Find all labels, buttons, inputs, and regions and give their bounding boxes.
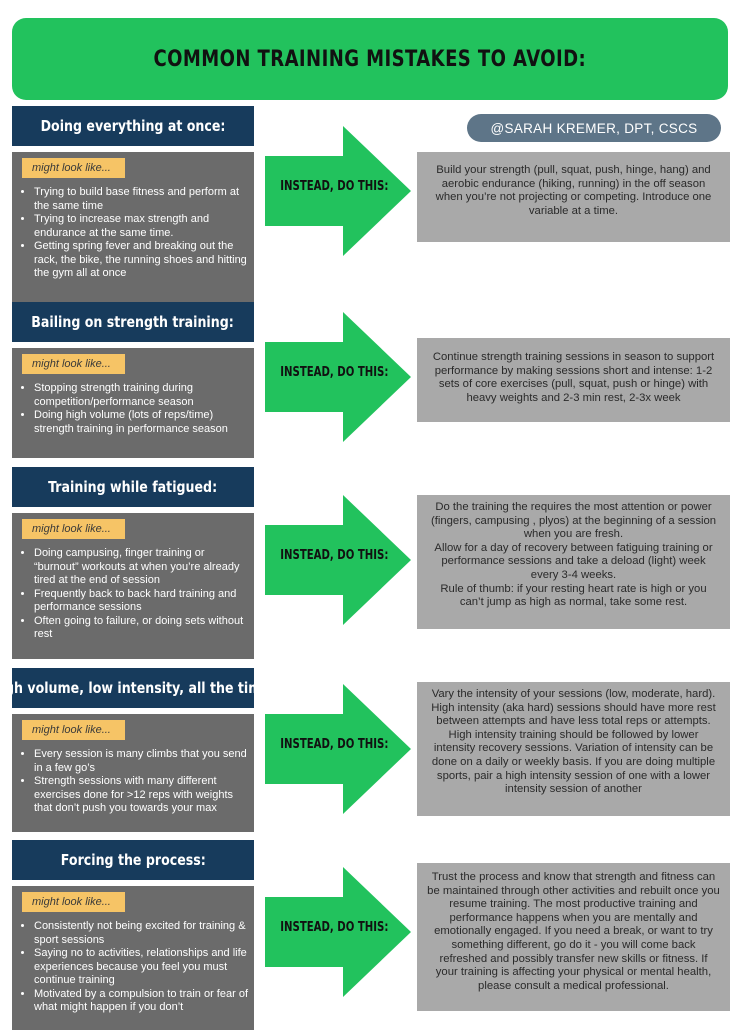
mistake-title: Forcing the process: <box>12 840 254 880</box>
symptom-item: Strength sessions with many different ex… <box>34 775 250 816</box>
symptom-item: Every session is many climbs that you se… <box>34 748 250 775</box>
instead-box: Vary the intensity of your sessions (low… <box>417 682 730 816</box>
title-banner: COMMON TRAINING MISTAKES TO AVOID: <box>12 18 728 100</box>
might-look-like-label: might look like... <box>22 354 125 374</box>
symptoms-list: Every session is many climbs that you se… <box>16 748 250 816</box>
right-arrow-icon <box>265 867 411 997</box>
right-arrow-icon <box>265 684 411 814</box>
symptom-item: Consistently not being excited for train… <box>34 920 250 947</box>
instead-label: INSTEAD, DO THIS: <box>280 548 389 563</box>
instead-label: INSTEAD, DO THIS: <box>280 179 389 194</box>
instead-box: Build your strength (pull, squat, push, … <box>417 152 730 242</box>
symptom-item: Getting spring fever and breaking out th… <box>34 240 250 281</box>
symptoms-list: Trying to build base fitness and perform… <box>16 186 250 281</box>
symptom-item: Saying no to activities, relationships a… <box>34 947 250 988</box>
might-look-like-label: might look like... <box>22 158 125 178</box>
instead-text: Build your strength (pull, squat, push, … <box>435 164 712 217</box>
instead-text: Allow for a day of recovery between fati… <box>434 541 713 581</box>
symptoms-list: Doing campusing, finger training or “bur… <box>16 547 250 642</box>
instead-box: Trust the process and know that strength… <box>417 863 730 1011</box>
instead-text: Rule of thumb: if your resting heart rat… <box>440 582 707 609</box>
instead-arrow: INSTEAD, DO THIS: <box>265 312 413 442</box>
instead-label: INSTEAD, DO THIS: <box>280 365 389 380</box>
right-arrow-icon <box>265 312 411 442</box>
symptoms-box: might look like... Doing campusing, fing… <box>12 513 254 659</box>
instead-label: INSTEAD, DO THIS: <box>280 920 389 935</box>
mistake-title: Bailing on strength training: <box>12 302 254 342</box>
instead-text: Do the training the requires the most at… <box>430 501 717 541</box>
might-look-like-label: might look like... <box>22 720 125 740</box>
instead-text: Vary the intensity of your sessions (low… <box>431 688 716 796</box>
instead-arrow: INSTEAD, DO THIS: <box>265 684 413 814</box>
symptom-item: Stopping strength training during compet… <box>34 382 250 409</box>
instead-box: Do the training the requires the most at… <box>417 495 730 629</box>
symptom-item: Trying to increase max strength and endu… <box>34 213 250 240</box>
symptom-item: Frequently back to back hard training an… <box>34 588 250 615</box>
instead-arrow: INSTEAD, DO THIS: <box>265 867 413 997</box>
symptoms-list: Consistently not being excited for train… <box>16 920 250 1015</box>
instead-box: Continue strength training sessions in s… <box>417 338 730 422</box>
instead-label: INSTEAD, DO THIS: <box>280 737 389 752</box>
mistake-title: Doing everything at once: <box>12 106 254 146</box>
symptoms-box: might look like... Every session is many… <box>12 714 254 832</box>
symptoms-box: might look like... Consistently not bein… <box>12 886 254 1030</box>
symptoms-list: Stopping strength training during compet… <box>16 382 250 436</box>
instead-text: Continue strength training sessions in s… <box>432 351 715 404</box>
right-arrow-icon <box>265 126 411 256</box>
instead-arrow: INSTEAD, DO THIS: <box>265 495 413 625</box>
symptom-item: Doing campusing, finger training or “bur… <box>34 547 250 588</box>
symptom-item: Often going to failure, or doing sets wi… <box>34 615 250 642</box>
mistake-title: Training while fatigued: <box>12 467 254 507</box>
mistake-title: High volume, low intensity, all the time… <box>0 668 275 708</box>
author-credit-badge: @SARAH KREMER, DPT, CSCS <box>467 114 721 142</box>
symptom-item: Motivated by a compulsion to train or fe… <box>34 988 250 1015</box>
symptom-item: Trying to build base fitness and perform… <box>34 186 250 213</box>
instead-arrow: INSTEAD, DO THIS: <box>265 126 413 256</box>
instead-text: Trust the process and know that strength… <box>427 871 720 992</box>
right-arrow-icon <box>265 495 411 625</box>
might-look-like-label: might look like... <box>22 519 125 539</box>
symptoms-box: might look like... Stopping strength tra… <box>12 348 254 458</box>
page-title: COMMON TRAINING MISTAKES TO AVOID: <box>153 46 587 72</box>
symptom-item: Doing high volume (lots of reps/time) st… <box>34 409 250 436</box>
might-look-like-label: might look like... <box>22 892 125 912</box>
